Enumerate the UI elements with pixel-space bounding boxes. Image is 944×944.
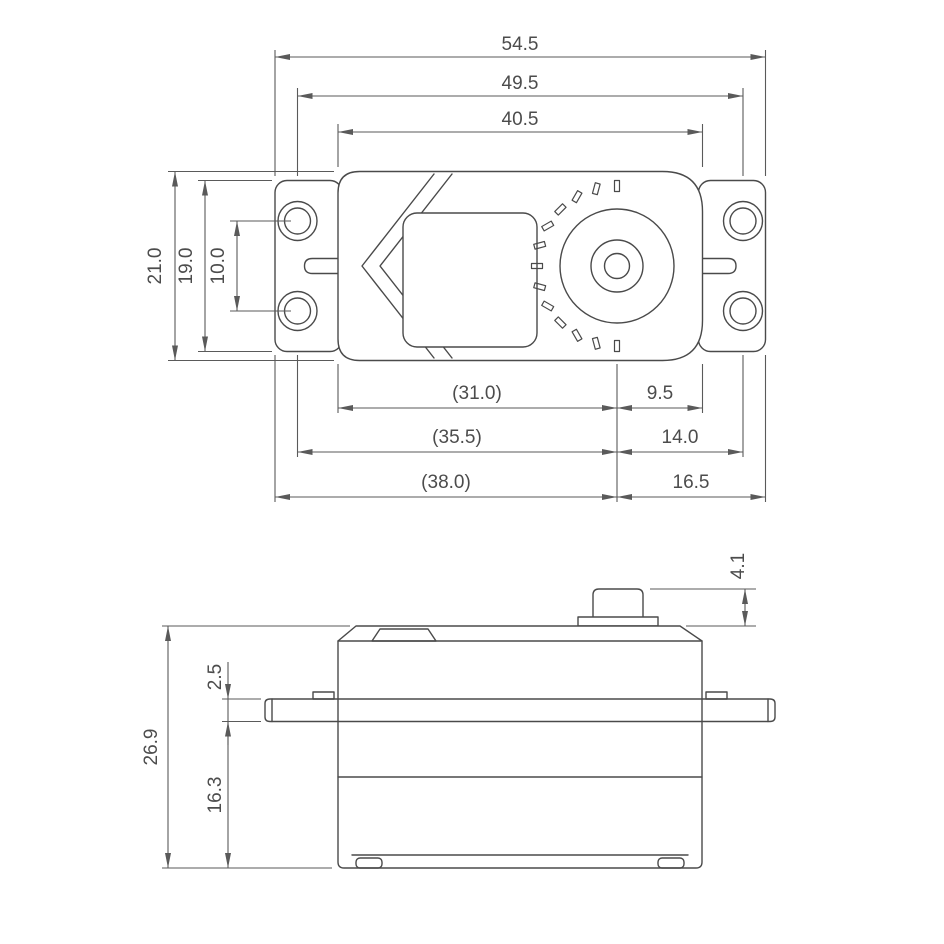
dim-label: 49.5 — [502, 73, 539, 94]
spline-tick — [530, 262, 544, 270]
dim-shaft-offsets-row1: (31.0) 9.5 — [337, 364, 704, 502]
spline-tick — [554, 316, 567, 329]
dim-label: 4.1 — [728, 553, 749, 579]
top-view — [274, 170, 767, 362]
side-view — [264, 588, 776, 869]
label-panel — [402, 212, 538, 348]
left-mounting-flange — [274, 179, 343, 353]
dim-label: (38.0) — [421, 472, 471, 493]
spline-tick — [591, 336, 601, 350]
dim-hole-pitch: 10.0 — [208, 220, 291, 312]
bottom-foot — [657, 857, 685, 869]
spline-tick — [571, 328, 583, 342]
dim-label: 14.0 — [662, 427, 699, 448]
spline-tick — [541, 300, 555, 312]
dim-overall-width: 54.5 — [274, 34, 767, 176]
flange-side-outline — [701, 698, 776, 723]
dim-label: 10.0 — [208, 248, 229, 285]
right-mounting-flange — [697, 179, 767, 353]
dim-label: 26.9 — [141, 729, 162, 766]
output-shaft — [592, 588, 644, 618]
mounting-hole — [729, 207, 757, 235]
dim-label: 16.5 — [673, 472, 710, 493]
dimensions-side-view: 4.1 26.9 2.5 16.3 — [141, 553, 756, 869]
spline-tick — [613, 339, 621, 353]
dim-label: (35.5) — [432, 427, 482, 448]
dim-label: 40.5 — [502, 109, 539, 130]
dim-mount-hole-span: 49.5 — [296, 73, 744, 176]
flange-top-bump — [705, 691, 728, 700]
case-top-graphics — [361, 173, 538, 359]
output-spline-circle — [603, 252, 631, 280]
dim-label: 54.5 — [502, 34, 539, 55]
flange-side-outline — [264, 698, 339, 723]
spline-tick — [591, 182, 601, 196]
dim-label: 16.3 — [205, 777, 226, 814]
flange-slot — [303, 257, 341, 275]
dim-label: 2.5 — [205, 664, 226, 690]
dim-label: 9.5 — [647, 383, 673, 404]
dim-flange-thickness: 2.5 — [205, 662, 261, 745]
dim-shaft-boss-height: 4.1 — [650, 553, 756, 627]
dim-case-width: 40.5 — [337, 109, 704, 167]
spline-tick — [613, 179, 621, 193]
spline-tick-marks — [530, 179, 621, 353]
bottom-foot — [355, 857, 383, 869]
flange-top-bump — [312, 691, 335, 700]
dim-case-depth: 21.0 — [145, 170, 334, 362]
right-flange-side — [701, 691, 776, 723]
flange-slot — [699, 257, 737, 275]
lid-bump — [371, 628, 437, 642]
dim-shaft-offsets-row2: (35.5) 14.0 — [296, 355, 744, 457]
spline-tick — [571, 190, 583, 204]
spline-tick — [533, 240, 547, 250]
dim-flange-depth: 19.0 — [176, 179, 272, 353]
output-boss-circle — [590, 239, 644, 293]
dimensions-top-view: 54.5 49.5 40.5 21.0 19.0 — [145, 34, 767, 502]
dim-label: (31.0) — [452, 383, 502, 404]
left-flange-side — [264, 691, 339, 723]
spline-tick — [541, 220, 555, 232]
output-shaft-base — [577, 616, 659, 627]
dim-overall-height: 26.9 — [141, 625, 350, 869]
output-gear-circle — [559, 208, 675, 324]
dim-label: 19.0 — [176, 248, 197, 285]
spline-tick — [533, 282, 547, 292]
mounting-hole-counterbore — [722, 290, 764, 332]
dim-label: 21.0 — [145, 248, 166, 285]
output-shaft-side — [577, 588, 659, 627]
dim-shaft-offsets-row3: (38.0) 16.5 — [274, 355, 767, 502]
case-side-outline — [337, 625, 703, 869]
spline-tick — [554, 203, 567, 216]
output-shaft-top — [559, 208, 675, 324]
case-side-details — [337, 628, 703, 869]
dim-flange-to-bottom: 16.3 — [205, 721, 231, 868]
mounting-hole — [729, 297, 757, 325]
mounting-hole-counterbore — [722, 200, 764, 242]
